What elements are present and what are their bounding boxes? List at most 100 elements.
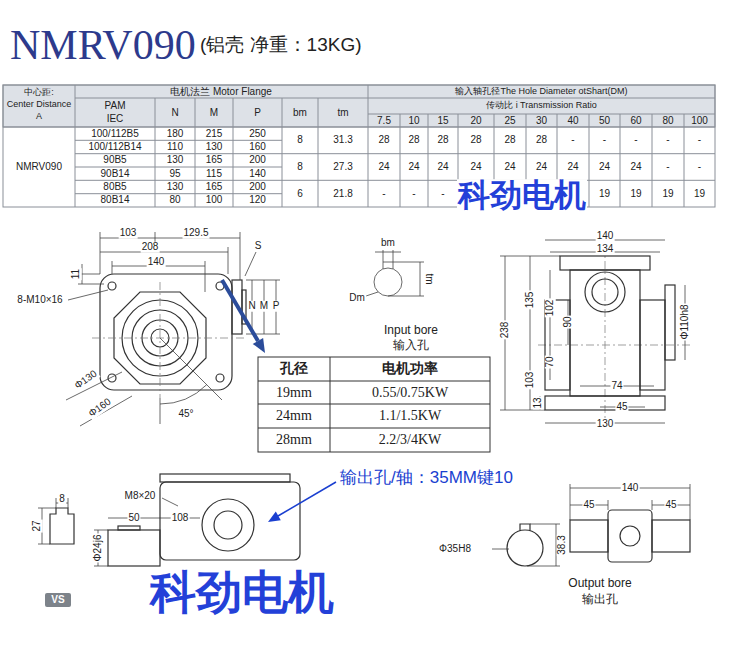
- dimension: 70: [545, 355, 556, 368]
- spec-table: [368, 85, 369, 207]
- dimension: Dm: [348, 293, 366, 304]
- callout-table: [258, 381, 490, 382]
- side-view: [640, 300, 665, 390]
- dimension: bm: [380, 238, 396, 249]
- callout-cell: 2.2/3/4KW: [379, 433, 442, 448]
- callout-table: [258, 404, 490, 405]
- table-cell: -: [382, 188, 385, 199]
- dimension: S: [254, 241, 263, 252]
- table-cell: 24: [630, 162, 641, 173]
- table-cell: 95: [169, 168, 180, 179]
- dimension-line: [500, 410, 545, 411]
- table-header: 40: [567, 115, 578, 126]
- table-cell: 24: [567, 162, 578, 173]
- dimension: Φ110h8: [680, 303, 691, 340]
- dimension-line: [420, 262, 421, 296]
- dimension: 74: [610, 381, 623, 392]
- callout-table: [258, 357, 490, 452]
- output-bore-view: [520, 524, 530, 531]
- spec-table: [75, 140, 282, 141]
- dimension: 208: [141, 242, 160, 253]
- table-cell: 215: [206, 128, 223, 139]
- table-cell: -: [441, 188, 444, 199]
- table-cell: 31.3: [333, 135, 352, 146]
- dimension-line: [393, 262, 424, 263]
- table-cell: 8: [297, 135, 303, 146]
- table-header: 电机法兰 Motor Flange: [170, 87, 272, 98]
- spec-table: [652, 114, 653, 207]
- table-cell: 24: [470, 162, 481, 173]
- dimension: 140: [621, 483, 640, 494]
- spec-table: [3, 127, 715, 128]
- table-header: 10: [408, 115, 419, 126]
- side-view: [560, 256, 650, 270]
- table-cell: 165: [206, 155, 223, 166]
- table-header: 30: [536, 115, 547, 126]
- dimension-line: [160, 338, 222, 400]
- dimension-line: [246, 280, 280, 281]
- dimension: 27: [32, 519, 43, 532]
- table-header: tm: [337, 107, 348, 118]
- callout-table: [330, 357, 331, 452]
- dimension-line: [160, 398, 161, 424]
- table-header: A: [36, 112, 42, 121]
- dimension-line: [68, 498, 69, 508]
- logo-badge: [45, 593, 71, 607]
- table-cell: 80: [169, 195, 180, 206]
- output-shaft-view: [160, 474, 290, 482]
- spec-table: [282, 98, 283, 207]
- dimension-line: [530, 524, 560, 525]
- spec-table: [75, 167, 282, 168]
- callout-cell: 孔径: [280, 362, 308, 377]
- callout-cell: 1.1/1.5KW: [379, 409, 441, 424]
- dimension-line: [388, 296, 424, 297]
- table-cell: 8: [297, 162, 303, 173]
- table-cell: 24: [437, 162, 448, 173]
- spec-table: [620, 114, 621, 207]
- dimension-line: [690, 484, 691, 520]
- callout-cell: 24mm: [276, 409, 312, 424]
- view-caption: Input bore: [384, 324, 438, 337]
- table-cell: 28: [536, 135, 547, 146]
- dimension: 11: [71, 268, 82, 280]
- dimension: 103: [119, 228, 138, 239]
- side-view: [570, 270, 640, 396]
- dimension: 135: [525, 291, 536, 310]
- table-cell: 19: [599, 188, 610, 199]
- table-cell: -: [412, 188, 415, 199]
- table-cell: 28: [378, 135, 389, 146]
- spec-table: [589, 114, 590, 207]
- table-cell: 90B5: [103, 155, 126, 166]
- spec-table: [75, 180, 715, 181]
- output-bore-view: [652, 520, 690, 552]
- dimension: 103: [525, 371, 536, 390]
- table-cell: 21.8: [333, 188, 352, 199]
- output-bore-view: [507, 510, 690, 566]
- spec-table: [3, 85, 715, 207]
- table-header: 输入轴孔径The Hole Diameter otShart(DM): [455, 87, 627, 96]
- table-cell: 80B14: [101, 195, 130, 206]
- table-header: N: [171, 107, 178, 118]
- dimension-line: [38, 544, 50, 545]
- dimension: 38.3: [557, 534, 568, 555]
- table-header: Center Distance: [7, 100, 72, 109]
- spec-table: [155, 98, 156, 207]
- watermark: 科劲电机: [149, 568, 335, 616]
- spec-table: [75, 85, 76, 207]
- dimension: tm: [424, 272, 435, 285]
- output-shaft-view: [108, 530, 160, 566]
- dimension: 8-M10×16: [16, 295, 63, 306]
- front-view: [100, 274, 246, 390]
- table-cell: 130: [167, 155, 184, 166]
- dimension: 140: [147, 257, 166, 268]
- callout-cell: 0.55/0.75KW: [372, 385, 448, 400]
- table-cell: 200: [249, 182, 266, 193]
- output-bore-view: [608, 510, 652, 562]
- table-cell: 90B14: [101, 168, 130, 179]
- table-cell: 28: [504, 135, 515, 146]
- dimension: 140: [596, 231, 615, 242]
- dimension: Φ160: [86, 396, 114, 420]
- table-header: 传动比 i Transmission Ratio: [486, 101, 597, 110]
